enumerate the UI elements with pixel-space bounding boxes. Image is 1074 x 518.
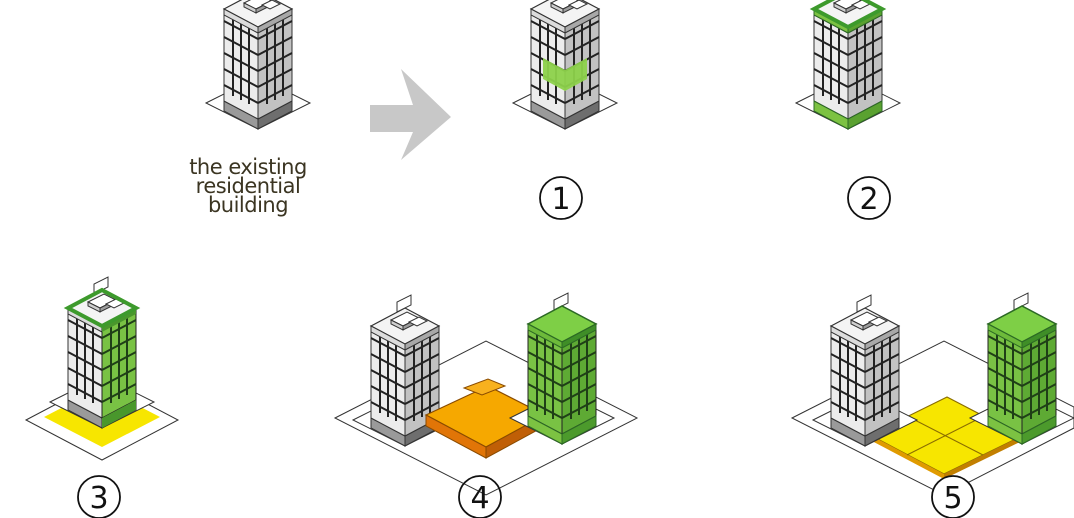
step-1-building: [512, 0, 618, 130]
step-3-building: [24, 276, 180, 461]
caption-line-1: the existing: [189, 155, 307, 179]
step-3-badge: 3: [77, 475, 121, 518]
existing-building: [205, 0, 311, 130]
step-4-scene: [333, 292, 639, 496]
arrow-right-icon: [370, 69, 451, 160]
step-2-number: 2: [859, 182, 878, 217]
step-4-number: 4: [470, 481, 489, 516]
step-5-scene: [790, 292, 1074, 496]
existing-building-caption: the existing residential building: [168, 155, 328, 217]
step-4-badge: 4: [458, 475, 502, 518]
caption-line-3: building: [207, 193, 289, 217]
caption-line-2: residential: [195, 174, 301, 198]
step-1-badge: 1: [539, 176, 583, 220]
step-2-building: [795, 0, 901, 130]
step-3-number: 3: [89, 481, 108, 516]
step-5-number: 5: [943, 481, 962, 516]
step-1-number: 1: [551, 182, 570, 217]
step-2-badge: 2: [847, 176, 891, 220]
step-5-badge: 5: [931, 475, 975, 518]
